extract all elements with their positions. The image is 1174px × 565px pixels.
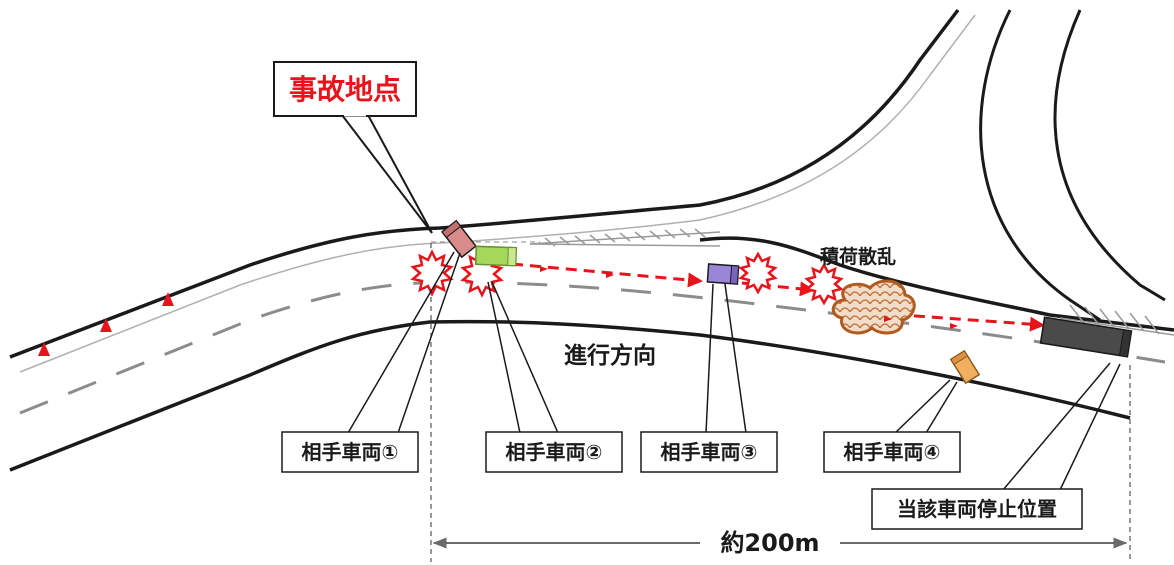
subject-vehicle: [1039, 316, 1133, 358]
vehicle-4-label: 相手車両④: [844, 440, 941, 464]
distance-guides: 約200m: [430, 241, 1131, 562]
vehicle-3-label: 相手車両③: [661, 440, 758, 464]
traffic-cone-icon: [100, 318, 112, 332]
label-box-vehicle-1: 相手車両①: [281, 431, 419, 473]
vehicle-2-label: 相手車両②: [506, 440, 603, 464]
gore-chevron-striping: [529, 228, 1174, 336]
travel-direction-label: 進行方向: [564, 342, 656, 369]
accident-point-label: 事故地点: [289, 73, 401, 106]
accident-point-callout: 事故地点: [273, 61, 433, 234]
traffic-cone-icon: [162, 292, 174, 306]
vehicles: [441, 219, 1133, 385]
counterpart-vehicle-3: [706, 263, 740, 285]
collision-burst-icon: [804, 262, 844, 306]
traffic-cones: [38, 292, 174, 356]
branch-road-edge: [699, 236, 1174, 332]
label-box-stop-position: 当該車両停止位置: [871, 488, 1083, 530]
main-road-shoulder-line: [19, 14, 976, 373]
stop-position-label: 当該車両停止位置: [897, 497, 1057, 521]
label-box-vehicle-3: 相手車両③: [640, 431, 778, 473]
main-road-lower-edge: [9, 319, 1131, 472]
callout-leaders: [347, 251, 1121, 491]
cargo-scatter-area: [831, 279, 916, 335]
label-box-vehicle-2: 相手車両②: [485, 431, 623, 473]
cargo-scatter-label: 積荷散乱: [820, 245, 896, 268]
counterpart-vehicle-2: [474, 245, 518, 267]
label-box-vehicle-4: 相手車両④: [823, 431, 961, 473]
distance-label: 約200m: [720, 529, 819, 557]
vehicle-1-label: 相手車両①: [302, 440, 399, 464]
main-road-upper-edge: [9, 8, 960, 359]
collision-burst-icon: [738, 251, 778, 295]
ramp-inner-curve: [979, 9, 1101, 322]
main-road-lower-shoulder: [9, 461, 31, 471]
traffic-cone-icon: [38, 342, 50, 356]
counterpart-vehicle-4: [949, 349, 981, 385]
subject-vehicle-trajectory: [511, 262, 1045, 332]
road-network: [9, 8, 1174, 472]
collision-burst-icon: [410, 249, 454, 297]
ramp-outer-curve: [1053, 9, 1166, 302]
lane-dashes: [19, 280, 1166, 415]
counterpart-vehicle-1: [441, 219, 477, 259]
